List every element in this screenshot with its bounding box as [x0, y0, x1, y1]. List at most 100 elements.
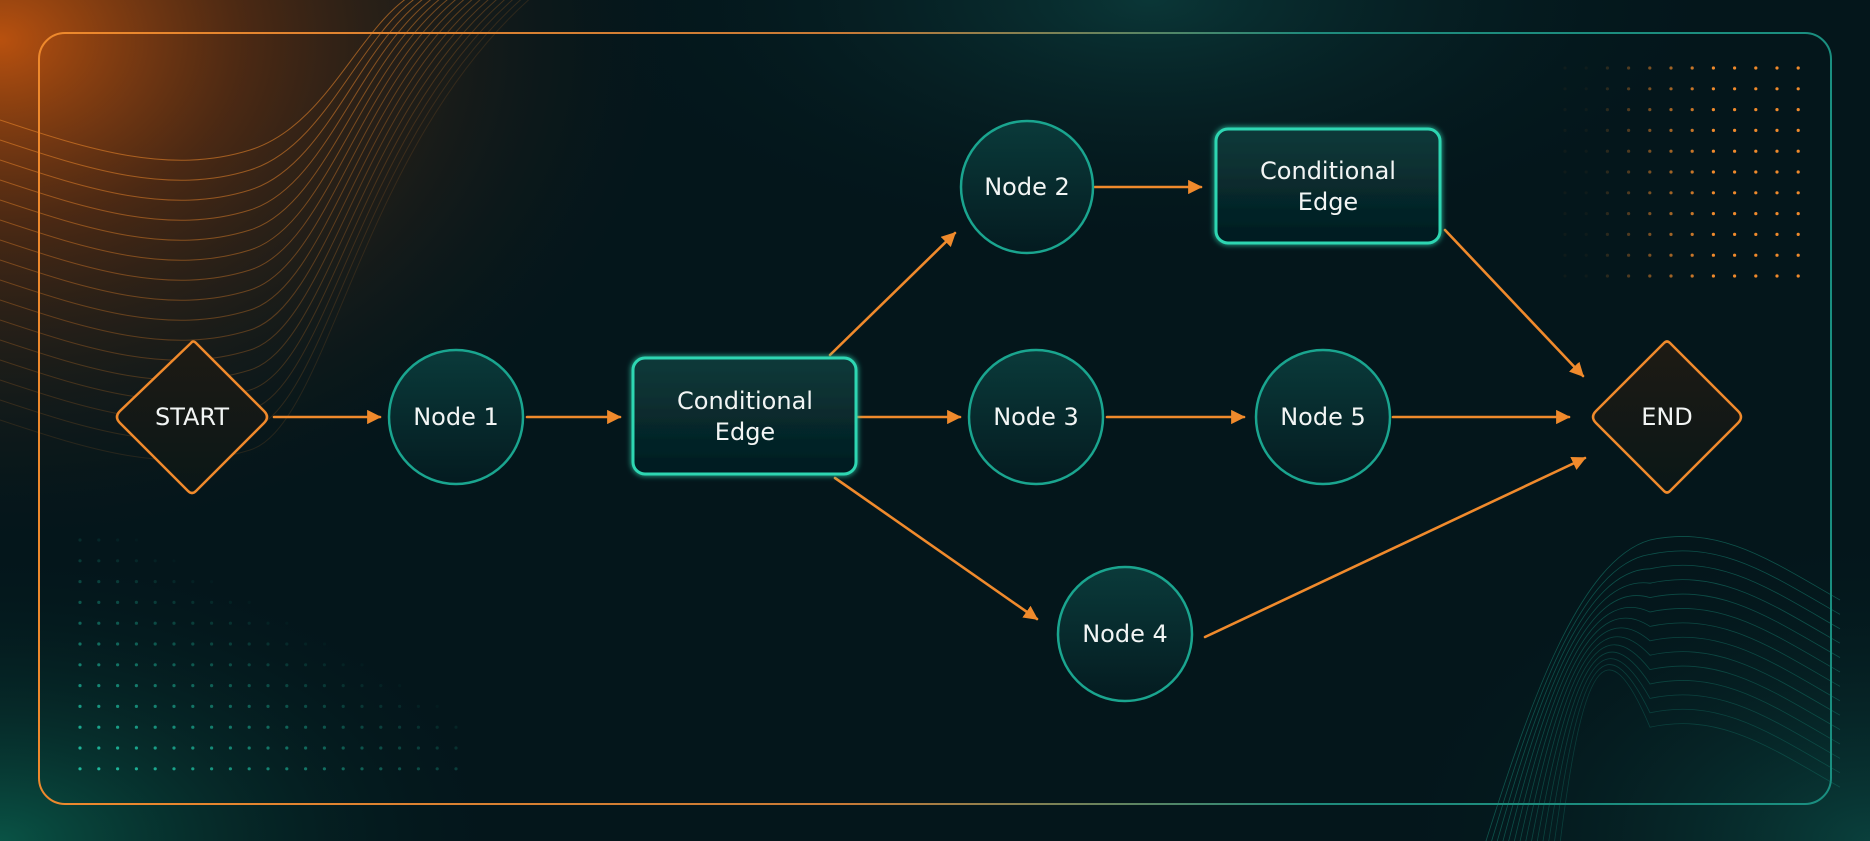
- dot: [360, 767, 364, 771]
- dot: [1669, 232, 1673, 236]
- dot: [266, 601, 269, 604]
- dot: [134, 621, 138, 625]
- dot: [1754, 149, 1758, 153]
- dot: [153, 704, 157, 709]
- dot: [1669, 253, 1673, 257]
- dot: [97, 559, 101, 563]
- dot: [454, 663, 457, 666]
- dot: [436, 601, 439, 604]
- dot: [1796, 66, 1800, 70]
- dot: [436, 538, 439, 541]
- dot: [1627, 232, 1631, 236]
- dot: [134, 767, 138, 771]
- dot: [266, 559, 269, 562]
- dot: [228, 767, 232, 771]
- wave-line: [0, 0, 473, 321]
- dot: [266, 663, 270, 667]
- dot: [285, 704, 289, 709]
- dot: [1690, 212, 1694, 216]
- dot: [1754, 128, 1758, 132]
- node4-circle: [1056, 565, 1194, 703]
- wave-line: [1536, 644, 1841, 841]
- dot: [116, 642, 120, 646]
- diagram-frame: [38, 32, 1832, 805]
- dot: [172, 538, 175, 541]
- dot: [1627, 170, 1631, 174]
- dot: [154, 538, 157, 541]
- node-conditional-edge-2[interactable]: Conditional Edge: [1214, 127, 1442, 245]
- node-1[interactable]: Node 1: [387, 348, 525, 486]
- decorative-wave-lines-bottom-right: [1485, 536, 1841, 841]
- dot: [1754, 232, 1758, 236]
- dot: [153, 580, 157, 584]
- dot: [1584, 253, 1588, 257]
- dot: [266, 642, 270, 646]
- dot: [97, 767, 101, 771]
- dot: [191, 663, 195, 667]
- dot: [210, 725, 214, 729]
- dot: [228, 621, 232, 625]
- dot: [1605, 253, 1609, 257]
- node-end[interactable]: END: [1591, 340, 1743, 494]
- dot: [1563, 253, 1567, 257]
- wave-line: [1531, 636, 1841, 841]
- dot: [1733, 191, 1737, 195]
- node-2[interactable]: Node 2: [959, 119, 1095, 255]
- dot: [341, 704, 345, 709]
- dot: [266, 704, 270, 709]
- dot: [341, 746, 345, 750]
- dot: [134, 684, 138, 688]
- dot: [398, 580, 401, 583]
- dot: [1584, 232, 1588, 236]
- dot: [1796, 128, 1800, 132]
- dot: [116, 538, 120, 542]
- dot: [1733, 66, 1737, 70]
- dot: [304, 684, 308, 688]
- wave-line: [1491, 550, 1841, 841]
- dot: [1775, 191, 1779, 195]
- dot: [1584, 191, 1588, 195]
- wave-line: [0, 0, 514, 421]
- node4-label: Node 4: [1082, 620, 1168, 648]
- dot: [360, 642, 363, 645]
- dot: [191, 580, 195, 584]
- dot: [379, 684, 383, 688]
- dot: [454, 601, 457, 604]
- dot: [1627, 87, 1631, 91]
- node-4[interactable]: Node 4: [1056, 565, 1194, 703]
- dot: [417, 622, 420, 625]
- dot: [1733, 232, 1737, 236]
- dot: [285, 746, 289, 750]
- dot: [1648, 149, 1652, 153]
- dot: [1775, 87, 1779, 91]
- dot: [417, 663, 420, 666]
- dot: [285, 621, 289, 625]
- dot: [191, 600, 195, 605]
- node-5[interactable]: Node 5: [1254, 348, 1392, 486]
- dot: [360, 725, 364, 729]
- dot: [1796, 170, 1800, 174]
- dot: [116, 767, 120, 771]
- node-conditional-edge-1[interactable]: Conditional Edge: [631, 356, 858, 476]
- dot: [454, 622, 457, 625]
- dot: [398, 725, 402, 729]
- dot: [1733, 87, 1737, 91]
- dot: [1563, 191, 1567, 195]
- dot: [1627, 66, 1631, 70]
- dot: [454, 746, 458, 750]
- dot: [1627, 212, 1631, 216]
- dot: [210, 559, 213, 562]
- dot: [1796, 274, 1800, 278]
- dot: [1669, 191, 1673, 195]
- node-start[interactable]: START: [115, 340, 269, 495]
- dot: [1605, 170, 1609, 174]
- dot: [1690, 253, 1694, 257]
- dot: [398, 663, 401, 666]
- dot: [1669, 274, 1673, 278]
- dot: [435, 704, 439, 709]
- cond2-label-line1: Conditional: [1260, 157, 1396, 185]
- wave-line: [1525, 627, 1841, 841]
- dot: [285, 725, 289, 729]
- dot: [342, 580, 345, 583]
- node-3[interactable]: Node 3: [967, 348, 1105, 486]
